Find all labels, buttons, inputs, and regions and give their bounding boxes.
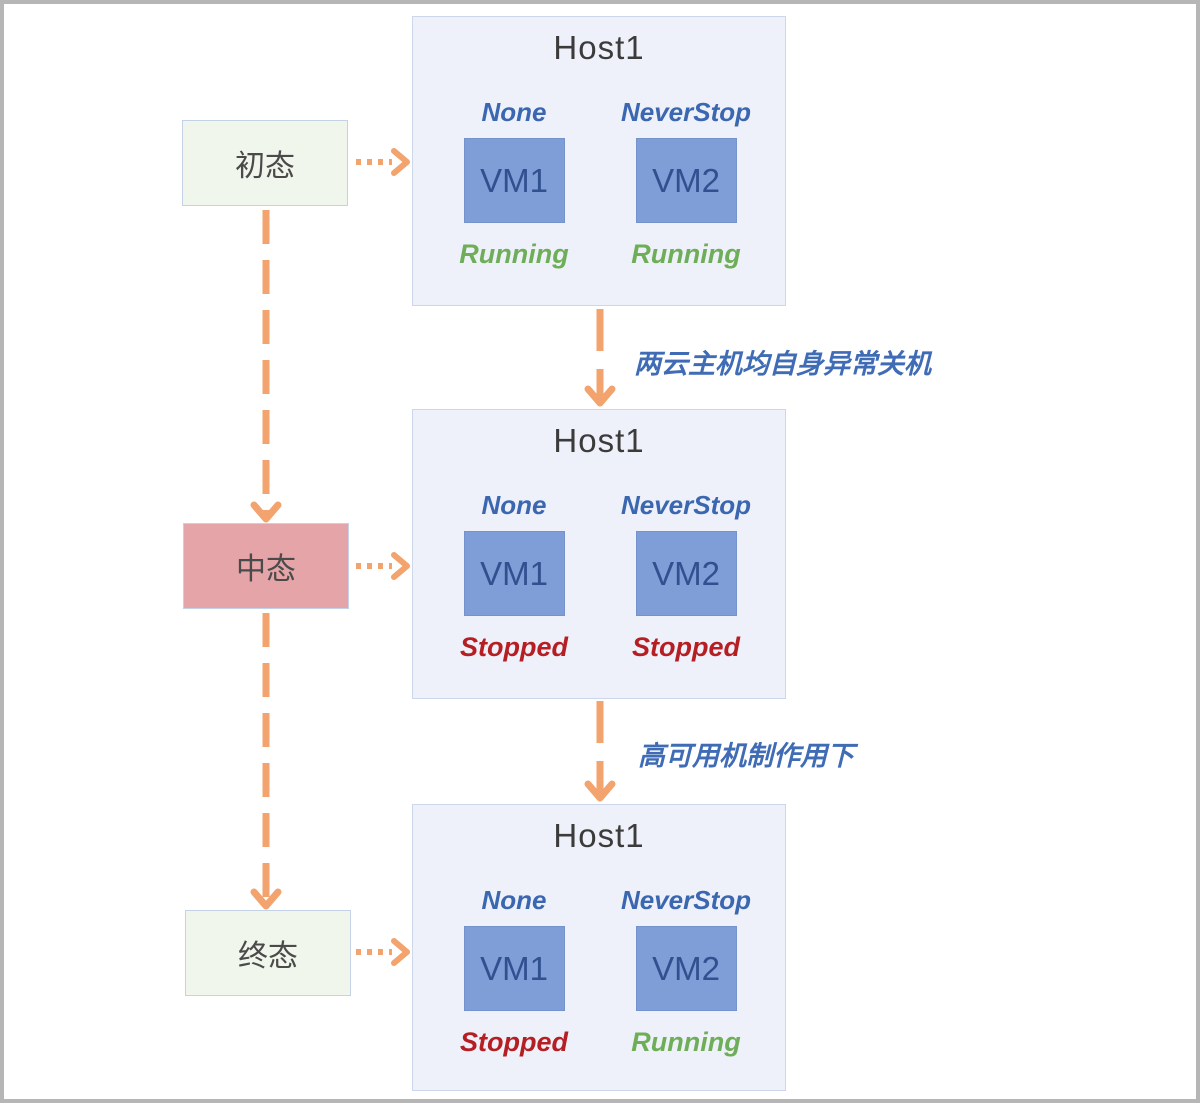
vm-policy-label: NeverStop: [620, 490, 752, 520]
vm-column: NeverStop VM2 Running: [596, 97, 776, 270]
dashed-arrow-down-icon: [584, 701, 616, 802]
vm-status-label: Running: [459, 239, 569, 269]
vm-name: VM2: [652, 161, 720, 199]
state-box-initial: 初态: [182, 120, 348, 206]
vm-name: VM2: [652, 554, 720, 592]
vm-column: NeverStop VM2 Running: [596, 885, 776, 1058]
host-title: Host1: [553, 422, 645, 459]
dashed-arrow-down-icon: [250, 210, 282, 523]
transition-label-ha: 高可用机制作用下: [638, 741, 854, 771]
dashed-arrow-down-icon: [584, 309, 616, 407]
vm-column: None VM1 Stopped: [424, 885, 604, 1058]
vm-name: VM1: [480, 161, 548, 199]
vm-policy-label: None: [481, 490, 547, 520]
vm-name: VM2: [652, 949, 720, 987]
vm-policy-label: NeverStop: [620, 885, 752, 915]
vm-column: None VM1 Stopped: [424, 490, 604, 663]
vm-box: VM1: [463, 138, 565, 223]
vm-column: NeverStop VM2 Stopped: [596, 490, 776, 663]
host-box-final: Host1 None VM1 Stopped NeverStop VM2 Run…: [412, 804, 786, 1091]
transition-label-shutdown: 两云主机均自身异常关机: [634, 349, 931, 379]
host-box-initial: Host1 None VM1 Running NeverStop VM2 Run…: [412, 16, 786, 306]
vm-box: VM2: [635, 531, 737, 616]
vm-policy-label: None: [481, 97, 547, 127]
vm-status-label: Stopped: [460, 632, 568, 662]
dotted-arrow-right-icon: [356, 148, 410, 176]
vm-box: VM2: [635, 926, 737, 1011]
host-title: Host1: [553, 29, 645, 66]
vm-box: VM1: [463, 926, 565, 1011]
vm-status-label: Running: [631, 1027, 741, 1057]
dashed-arrow-down-icon: [250, 613, 282, 910]
host-box-middle: Host1 None VM1 Stopped NeverStop VM2 Sto…: [412, 409, 786, 699]
vm-box: VM1: [463, 531, 565, 616]
vm-status-label: Stopped: [460, 1027, 568, 1057]
vm-status-label: Stopped: [632, 632, 740, 662]
vm-box: VM2: [635, 138, 737, 223]
dotted-arrow-right-icon: [356, 552, 410, 580]
vm-name: VM1: [480, 554, 548, 592]
vm-policy-label: None: [481, 885, 547, 915]
vm-name: VM1: [480, 949, 548, 987]
state-box-middle: 中态: [183, 523, 349, 609]
dotted-arrow-right-icon: [356, 938, 410, 966]
host-title: Host1: [553, 817, 645, 854]
state-label-final: 终态: [238, 940, 298, 973]
vm-column: None VM1 Running: [424, 97, 604, 270]
vm-policy-label: NeverStop: [620, 97, 752, 127]
state-box-final: 终态: [185, 910, 351, 996]
state-label-middle: 中态: [236, 553, 296, 586]
vm-status-label: Running: [631, 239, 741, 269]
state-label-initial: 初态: [235, 150, 295, 183]
